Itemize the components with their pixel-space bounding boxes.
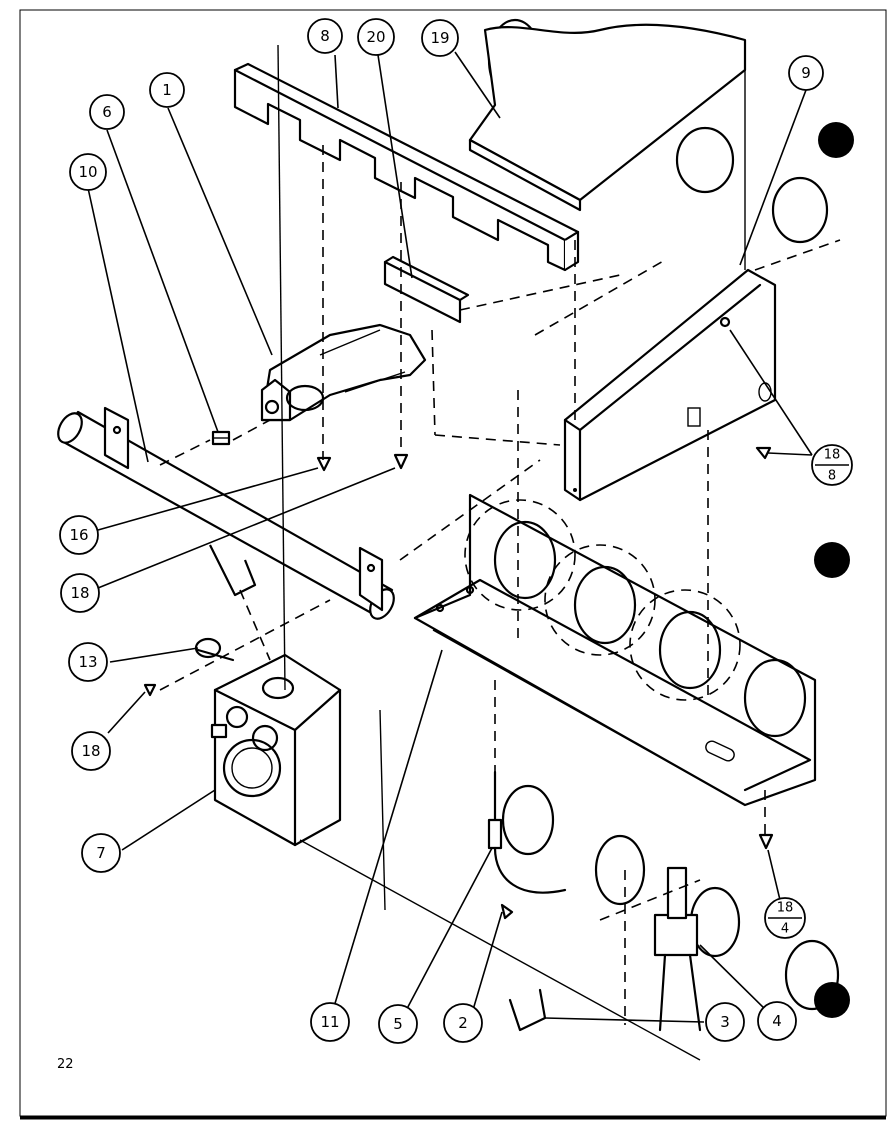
part-4-flame-sensor xyxy=(653,866,702,1032)
part-5-igniter xyxy=(487,770,567,894)
callout-18-over-4-top: 18 xyxy=(777,901,794,916)
registration-dot-top xyxy=(818,122,854,158)
registration-dot-bottom xyxy=(814,982,850,1018)
callout-11: 11 xyxy=(310,1002,350,1042)
callout-13-label: 13 xyxy=(78,653,97,671)
callout-2-label: 2 xyxy=(458,1014,468,1032)
callout-10: 10 xyxy=(69,153,107,191)
callout-18-over-8-bottom: 8 xyxy=(828,469,836,484)
leader-lines xyxy=(87,51,813,1023)
callout-4: 4 xyxy=(757,1001,797,1041)
callout-6: 6 xyxy=(89,94,125,130)
callout-16-label: 16 xyxy=(69,526,88,544)
callout-18-lower-label: 18 xyxy=(81,742,100,760)
callout-8-label: 8 xyxy=(320,27,330,45)
callout-7: 7 xyxy=(81,833,121,873)
callout-1: 1 xyxy=(149,72,185,108)
callout-19-label: 19 xyxy=(430,29,449,47)
part-3-bracket xyxy=(508,988,547,1032)
callout-20-label: 20 xyxy=(366,28,385,46)
callout-11-label: 11 xyxy=(320,1013,339,1031)
callout-18-lower: 18 xyxy=(71,731,111,771)
callout-18-over-4-bottom: 4 xyxy=(781,922,789,937)
part-1-burner xyxy=(260,323,427,422)
callout-20: 20 xyxy=(357,18,395,56)
callout-9-label: 9 xyxy=(801,64,811,82)
callout-3-label: 3 xyxy=(720,1013,730,1031)
registration-dot-middle xyxy=(814,542,850,578)
screws xyxy=(143,446,774,850)
callout-18-upper: 18 xyxy=(60,573,100,613)
callout-10-label: 10 xyxy=(78,163,97,181)
part-7-gas-valve xyxy=(210,653,342,847)
callout-5: 5 xyxy=(378,1004,418,1044)
callout-1-label: 1 xyxy=(162,81,172,99)
page-border xyxy=(19,9,887,1117)
callout-4-label: 4 xyxy=(772,1012,782,1030)
part-11-burner-tray xyxy=(413,493,817,807)
reference-lines xyxy=(277,44,701,1061)
callout-8: 8 xyxy=(307,18,343,54)
callout-18-over-8-top: 18 xyxy=(824,448,841,463)
part-9-side-bracket xyxy=(563,268,777,502)
part-10-manifold-pipe xyxy=(57,406,395,620)
callout-18-upper-label: 18 xyxy=(70,584,89,602)
part-19-cover-panel xyxy=(468,23,747,270)
callout-16: 16 xyxy=(59,515,99,555)
part-2-screw xyxy=(500,903,514,920)
part-6-fastener xyxy=(211,430,231,446)
part-13-clamp xyxy=(194,637,235,662)
callout-2: 2 xyxy=(443,1003,483,1043)
callout-18-over-4: 18 4 xyxy=(764,897,806,939)
callout-6-label: 6 xyxy=(102,103,112,121)
callout-13: 13 xyxy=(68,642,108,682)
callout-18-over-8: 18 8 xyxy=(811,444,853,486)
part-20-plate xyxy=(383,255,470,324)
callout-3: 3 xyxy=(705,1002,745,1042)
page-number: 22 xyxy=(57,1057,74,1072)
callout-9: 9 xyxy=(788,55,824,91)
assembly-lines xyxy=(159,145,841,1025)
callout-19: 19 xyxy=(421,19,459,57)
callout-7-label: 7 xyxy=(96,844,106,862)
callout-5-label: 5 xyxy=(393,1015,403,1033)
